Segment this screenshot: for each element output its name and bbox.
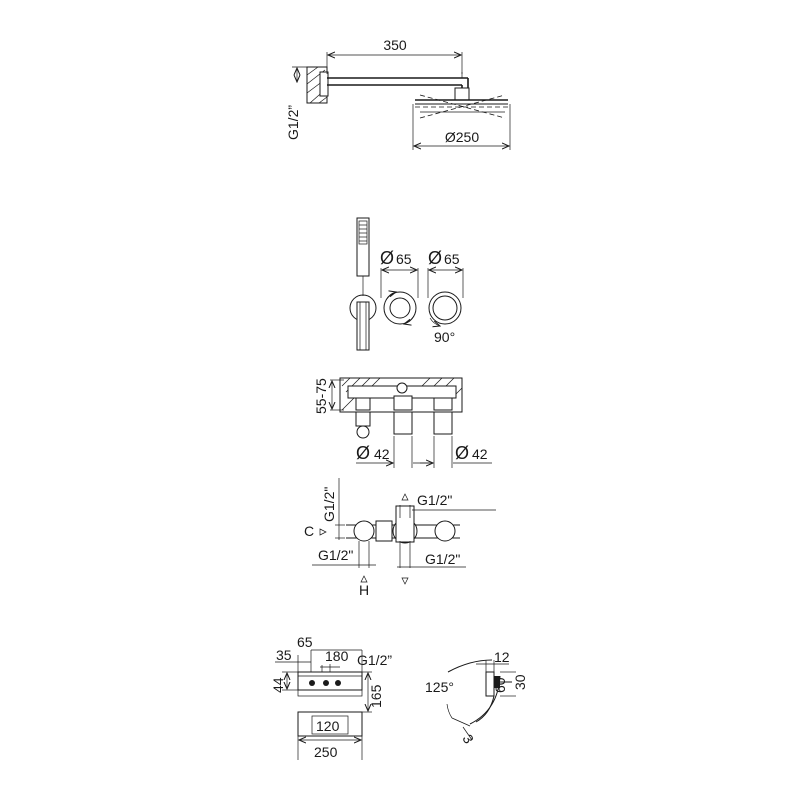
left-body-diameter-label: 42 bbox=[374, 446, 390, 462]
right-body-diameter-symbol: Ø bbox=[455, 443, 469, 463]
left-diameter-symbol: Ø bbox=[380, 248, 394, 268]
bottom-right-connection-label: G1/2" bbox=[425, 551, 460, 567]
install-connection-label: G1/2” bbox=[357, 652, 392, 668]
right-body-diameter-label: 42 bbox=[472, 446, 488, 462]
shower-arm bbox=[327, 72, 469, 91]
spout-angle-label: 125° bbox=[425, 679, 454, 695]
dim-165-label: 165 bbox=[368, 684, 384, 708]
mixer-face-left: Ø 65 bbox=[380, 248, 419, 324]
head-diameter-label: Ø250 bbox=[445, 129, 479, 145]
top-left-connection-label: G1/2" bbox=[321, 487, 337, 522]
right-diameter-label: 65 bbox=[444, 251, 460, 267]
install-box bbox=[297, 664, 363, 737]
arm-length-label: 350 bbox=[383, 37, 407, 53]
wall-depth-label: 55-75 bbox=[313, 378, 329, 414]
spout-dim-60-label: 60 bbox=[492, 677, 508, 693]
spout-dim-30-label: 30 bbox=[512, 674, 528, 690]
right-diameter-symbol: Ø bbox=[428, 248, 442, 268]
spout-dim-12-label: 12 bbox=[494, 649, 510, 665]
hot-arrow-icon bbox=[360, 575, 368, 583]
cold-label: C bbox=[304, 523, 314, 539]
left-body-diameter-symbol: Ø bbox=[356, 443, 370, 463]
shower-head-view: 350 Ø250 G1/2” bbox=[285, 37, 511, 150]
top-arrow-icon bbox=[401, 493, 409, 501]
hand-shower bbox=[349, 217, 377, 351]
dim-44-label: 44 bbox=[270, 677, 286, 693]
dim-35-label: 35 bbox=[276, 647, 292, 663]
spout-dim-3-label: 3 bbox=[459, 732, 477, 747]
top-right-connection-label: G1/2" bbox=[417, 492, 452, 508]
rotation-label: 90° bbox=[434, 329, 455, 345]
head-joint bbox=[454, 87, 470, 101]
left-diameter-label: 65 bbox=[396, 251, 412, 267]
bottom-left-connection-label: G1/2" bbox=[318, 547, 353, 563]
dim-250-label: 250 bbox=[314, 744, 338, 760]
connection-body bbox=[346, 505, 460, 568]
mixer-face-right: Ø 65 90° bbox=[427, 248, 464, 345]
dim-180-label: 180 bbox=[325, 648, 349, 664]
cold-arrow-icon bbox=[319, 528, 327, 536]
wall-plate bbox=[306, 66, 329, 104]
outlet-arrow-icon bbox=[401, 577, 409, 585]
wall-section bbox=[339, 377, 463, 439]
shower-head bbox=[412, 94, 511, 150]
spout bbox=[447, 659, 512, 741]
dim-120-label: 120 bbox=[316, 718, 340, 734]
hot-label: H bbox=[359, 582, 369, 598]
dim-65-label: 65 bbox=[297, 634, 313, 650]
shower-connection-label: G1/2” bbox=[285, 105, 301, 140]
